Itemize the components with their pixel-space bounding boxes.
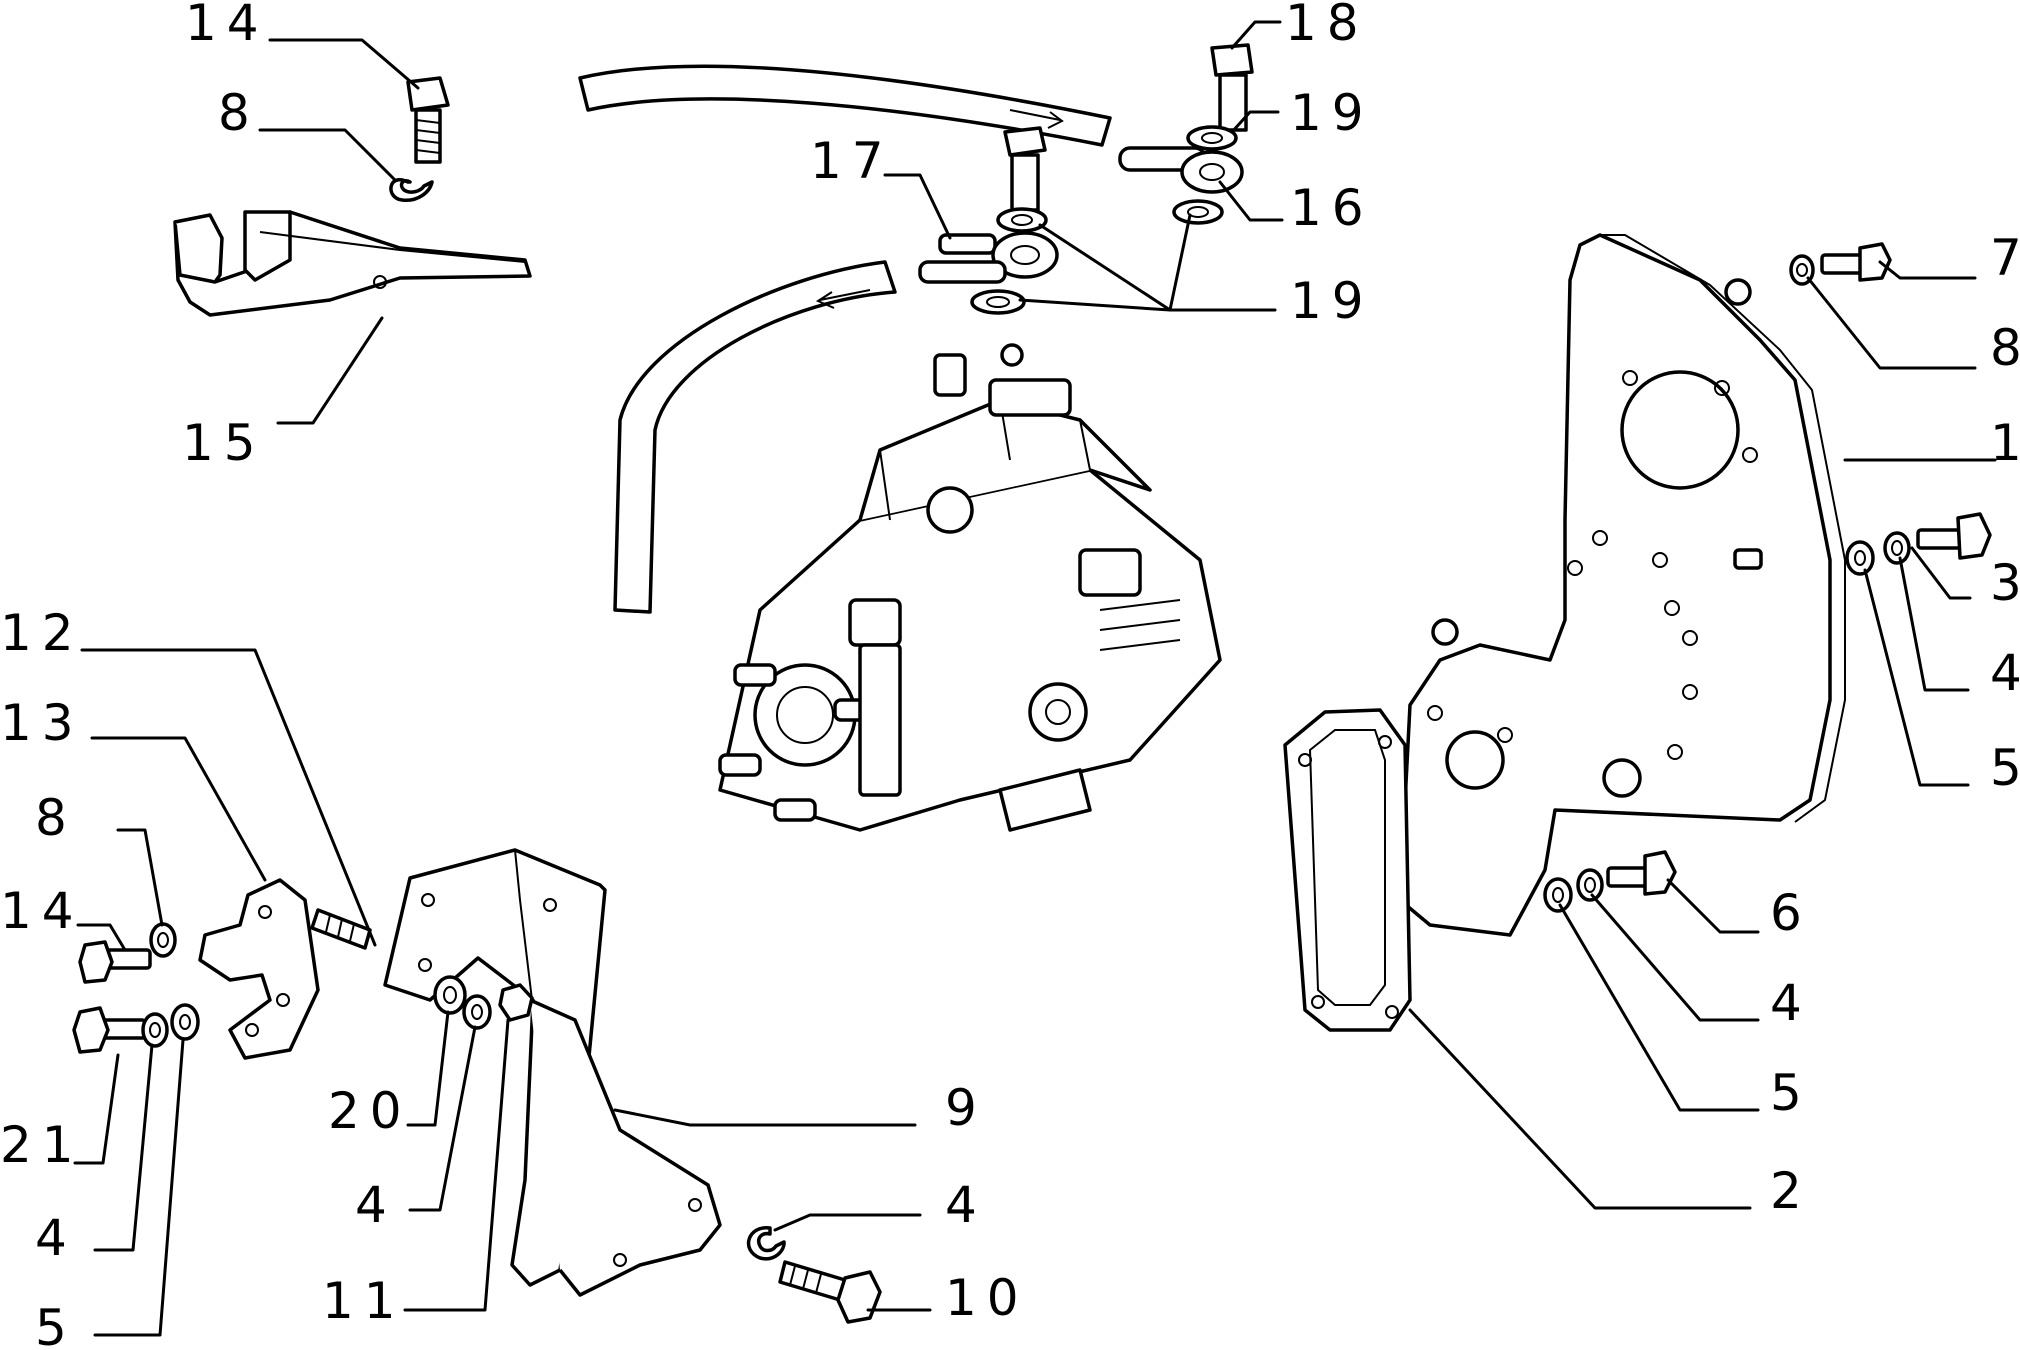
part-13-plate xyxy=(198,878,320,1060)
part-14-bolt-top xyxy=(406,76,450,164)
part-10-bolt xyxy=(778,1260,882,1324)
callout-16: 16 xyxy=(1290,179,1374,237)
part-8-lock-washer-top xyxy=(389,178,434,202)
callout-8-left: 8 xyxy=(35,789,77,847)
callout-8-right: 8 xyxy=(1990,319,2020,377)
callout-21: 21 xyxy=(0,1116,84,1174)
part-19-washers-right xyxy=(1172,125,1238,225)
part-5-washer-lower-left xyxy=(170,1003,200,1041)
part-20-washer xyxy=(433,975,467,1015)
callout-5-right: 5 xyxy=(1990,739,2020,797)
callout-4-left: 4 xyxy=(35,1209,77,1267)
callout-11: 11 xyxy=(322,1272,406,1330)
part-1-cover-plate xyxy=(1398,233,1846,937)
part-12-stud xyxy=(310,908,372,950)
part-4-washer-center xyxy=(462,994,492,1030)
callout-4-center: 4 xyxy=(355,1176,397,1234)
leader-lines xyxy=(73,20,1997,1337)
part-18-bolt xyxy=(1210,43,1254,132)
callout-19-center: 19 xyxy=(1290,272,1374,330)
callout-3: 3 xyxy=(1990,554,2020,612)
callout-5-left: 5 xyxy=(35,1299,77,1350)
callout-4-right: 4 xyxy=(1990,644,2020,702)
part-21-bolt xyxy=(72,1006,147,1054)
part-15-bracket xyxy=(173,210,532,317)
callout-2: 2 xyxy=(1770,1162,1812,1220)
callout-15: 15 xyxy=(182,414,266,472)
part-7-bolt xyxy=(1820,242,1892,282)
fuel-hose-return xyxy=(613,260,897,614)
part-11-nut xyxy=(498,983,534,1022)
part-8-washer-lower xyxy=(149,922,177,958)
part-6-bolt xyxy=(1606,850,1677,896)
part-19-washers-center xyxy=(970,207,1048,315)
callout-7: 7 xyxy=(1990,229,2020,287)
part-4-washer-lower-left xyxy=(141,1012,169,1048)
callout-10: 10 xyxy=(945,1269,1029,1327)
part-16-banjo-fitting xyxy=(1118,146,1244,194)
callout-18: 18 xyxy=(1285,0,1369,52)
callout-14-top: 14 xyxy=(185,0,269,52)
callout-4-bottom: 4 xyxy=(945,1176,987,1234)
callout-19-top: 19 xyxy=(1290,84,1374,142)
part-5-washer-lower-right xyxy=(1543,877,1573,913)
part-14-bolt-lower xyxy=(78,940,152,984)
callout-8-top: 8 xyxy=(218,84,260,142)
callout-4-lower-right: 4 xyxy=(1770,974,1812,1032)
callout-13: 13 xyxy=(0,694,84,752)
banjo-bolt-center xyxy=(1003,126,1047,212)
callout-12: 12 xyxy=(0,604,84,662)
part-3-bolt xyxy=(1916,512,1992,560)
injection-pump xyxy=(718,343,1222,832)
part-17-banjo-fitting xyxy=(918,231,1059,284)
part-2-gasket xyxy=(1283,708,1412,1032)
part-4-washer-lower-right xyxy=(1576,868,1604,902)
callout-5-lower-right: 5 xyxy=(1770,1064,1812,1122)
callout-9: 9 xyxy=(945,1079,987,1137)
part-5-washer-right xyxy=(1845,540,1875,576)
callout-17: 17 xyxy=(810,132,894,190)
callout-14-left: 14 xyxy=(0,882,84,940)
part-4-washer-right xyxy=(1883,531,1911,565)
callout-20: 20 xyxy=(328,1082,412,1140)
callout-6: 6 xyxy=(1770,884,1812,942)
fuel-hose-top xyxy=(578,64,1112,147)
part-4-lock-washer-bottom xyxy=(746,1226,786,1261)
callout-1: 1 xyxy=(1990,414,2020,472)
part-9-bracket xyxy=(383,848,722,1297)
